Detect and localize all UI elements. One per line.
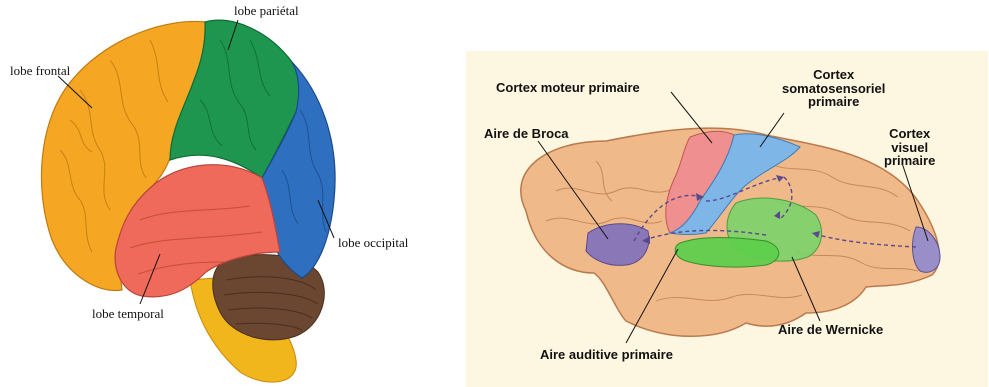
functional-areas-illustration [466, 51, 988, 387]
label-lobe-parietal: lobe pariétal [234, 4, 299, 17]
functional-areas-diagram: Cortex moteur primaire Cortex somatosens… [466, 51, 988, 387]
lobes-illustration [0, 0, 440, 387]
label-cortex-visuel-primaire: Cortex visuel primaire [884, 127, 935, 168]
label-aire-de-wernicke: Aire de Wernicke [778, 323, 883, 337]
label-aire-de-broca: Aire de Broca [484, 127, 569, 141]
label-somato-line3: primaire [782, 95, 885, 109]
label-somato-line1: Cortex [782, 68, 885, 82]
label-somato-line2: somatosensoriel [782, 82, 885, 96]
label-lobe-temporal: lobe temporal [92, 307, 164, 320]
lobes-diagram: lobe pariétal lobe frontal lobe occipita… [0, 0, 440, 387]
label-lobe-occipital: lobe occipital [338, 236, 408, 249]
auditory-cortex [675, 238, 779, 268]
label-visual-line2: visuel [884, 141, 935, 155]
label-aire-auditive-primaire: Aire auditive primaire [540, 348, 673, 362]
label-cortex-somatosensoriel-primaire: Cortex somatosensoriel primaire [782, 68, 885, 109]
broca-area [586, 224, 649, 266]
label-lobe-frontal: lobe frontal [10, 64, 70, 77]
label-visual-line1: Cortex [884, 127, 935, 141]
label-cortex-moteur-primaire: Cortex moteur primaire [496, 81, 640, 95]
label-visual-line3: primaire [884, 154, 935, 168]
